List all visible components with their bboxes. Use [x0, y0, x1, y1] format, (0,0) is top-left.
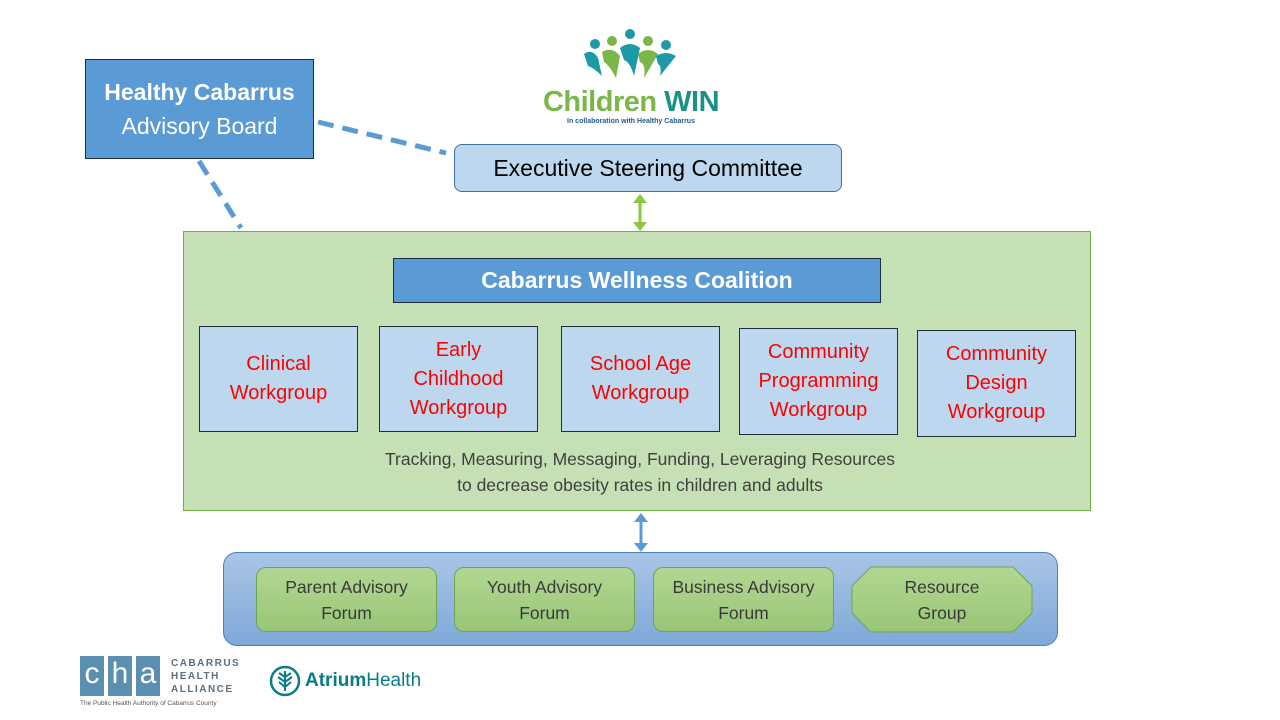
- forum-label: Youth Advisory Forum: [486, 576, 603, 623]
- cha-letter: c: [80, 656, 104, 696]
- workgroup-early-childhood: Early Childhood Workgroup: [379, 326, 538, 432]
- workgroup-label: Clinical Workgroup: [229, 353, 328, 404]
- atrium-health-logo: AtriumHealth: [269, 665, 439, 697]
- workgroup-label: Community Programming Workgroup: [758, 341, 879, 421]
- forum-label: Resource Group: [904, 576, 980, 623]
- board-to-coalition-dashed-line: [196, 159, 244, 230]
- workgroup-label: Community Design Workgroup: [945, 343, 1048, 423]
- atrium-health-wordmark: AtriumHealth: [305, 670, 422, 691]
- coalition-title-box: Cabarrus Wellness Coalition: [393, 258, 881, 303]
- cabarrus-health-alliance-logo: c h a CABARRUS HEALTH ALLIANCE The Publi…: [80, 656, 240, 710]
- forum-label: Business Advisory Forum: [672, 576, 815, 623]
- forum-resource-group: Resource Group: [851, 566, 1033, 633]
- advisory-board-box: Healthy Cabarrus Advisory Board: [85, 59, 314, 159]
- workgroup-school-age: School Age Workgroup: [561, 326, 720, 432]
- forum-label: Parent Advisory Forum: [285, 576, 408, 623]
- workgroup-label: School Age Workgroup: [589, 353, 692, 404]
- forum-parent-advisory: Parent Advisory Forum: [256, 567, 437, 632]
- advisory-board-line2: Advisory Board: [121, 113, 278, 139]
- cha-tagline: The Public Health Authority of Cabarrus …: [80, 700, 217, 707]
- workgroup-community-programming: Community Programming Workgroup: [739, 328, 898, 435]
- advisory-board-line1: Healthy Cabarrus: [104, 79, 295, 105]
- cha-letter: h: [108, 656, 132, 696]
- logo-subtitle: In collaboration with Healthy Cabarrus: [567, 118, 695, 125]
- logo-title: Children WIN: [542, 86, 720, 118]
- coalition-tagline: Tracking, Measuring, Messaging, Funding,…: [384, 449, 896, 495]
- steering-committee-label: Executive Steering Committee: [493, 154, 803, 181]
- cha-name: CABARRUS HEALTH ALLIANCE: [171, 658, 241, 695]
- octagon-shape: [851, 566, 1033, 633]
- workgroup-label: Early Childhood Workgroup: [409, 338, 508, 419]
- executive-steering-committee-box: Executive Steering Committee: [454, 144, 842, 192]
- forum-business-advisory: Business Advisory Forum: [653, 567, 834, 632]
- coalition-forums-double-arrow: [634, 513, 648, 552]
- board-to-steering-dashed-line: [317, 119, 447, 156]
- steering-coalition-double-arrow: [633, 194, 647, 231]
- coalition-title: Cabarrus Wellness Coalition: [481, 267, 793, 293]
- forum-youth-advisory: Youth Advisory Forum: [454, 567, 635, 632]
- workgroup-community-design: Community Design Workgroup: [917, 330, 1076, 437]
- people-figures-icon: [584, 29, 676, 78]
- cha-letter: a: [136, 656, 160, 696]
- atrium-leaf-icon: [269, 665, 301, 697]
- children-win-logo: Children WIN In collaboration with Healt…: [532, 18, 730, 130]
- workgroup-clinical: Clinical Workgroup: [199, 326, 358, 432]
